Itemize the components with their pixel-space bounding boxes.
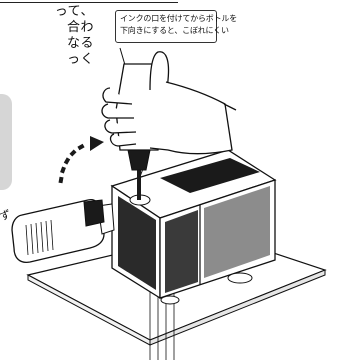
callout-box: インクの口を付けてからボトルを 下向きにすると、こぼれにくい (115, 10, 237, 43)
body-text-line: って、 (54, 4, 94, 19)
ink-stream (137, 168, 141, 200)
body-text: って、 合わ なる っく (0, 4, 94, 68)
ink-cartridge (110, 149, 277, 305)
grey-note-panel (0, 94, 12, 190)
body-text-line: 合わ (66, 20, 94, 35)
callout-line-1: インクの口を付けてからボトルを (120, 14, 237, 23)
body-text-line: っく (66, 52, 94, 67)
tilted-ink-bottle (11, 198, 115, 264)
callout-line-2: 下向きにすると、こぼれにくい (120, 26, 229, 35)
hand (101, 51, 237, 155)
top-rule (0, 2, 178, 3)
curved-arrow (58, 136, 104, 184)
body-text-line: なる (66, 36, 94, 51)
